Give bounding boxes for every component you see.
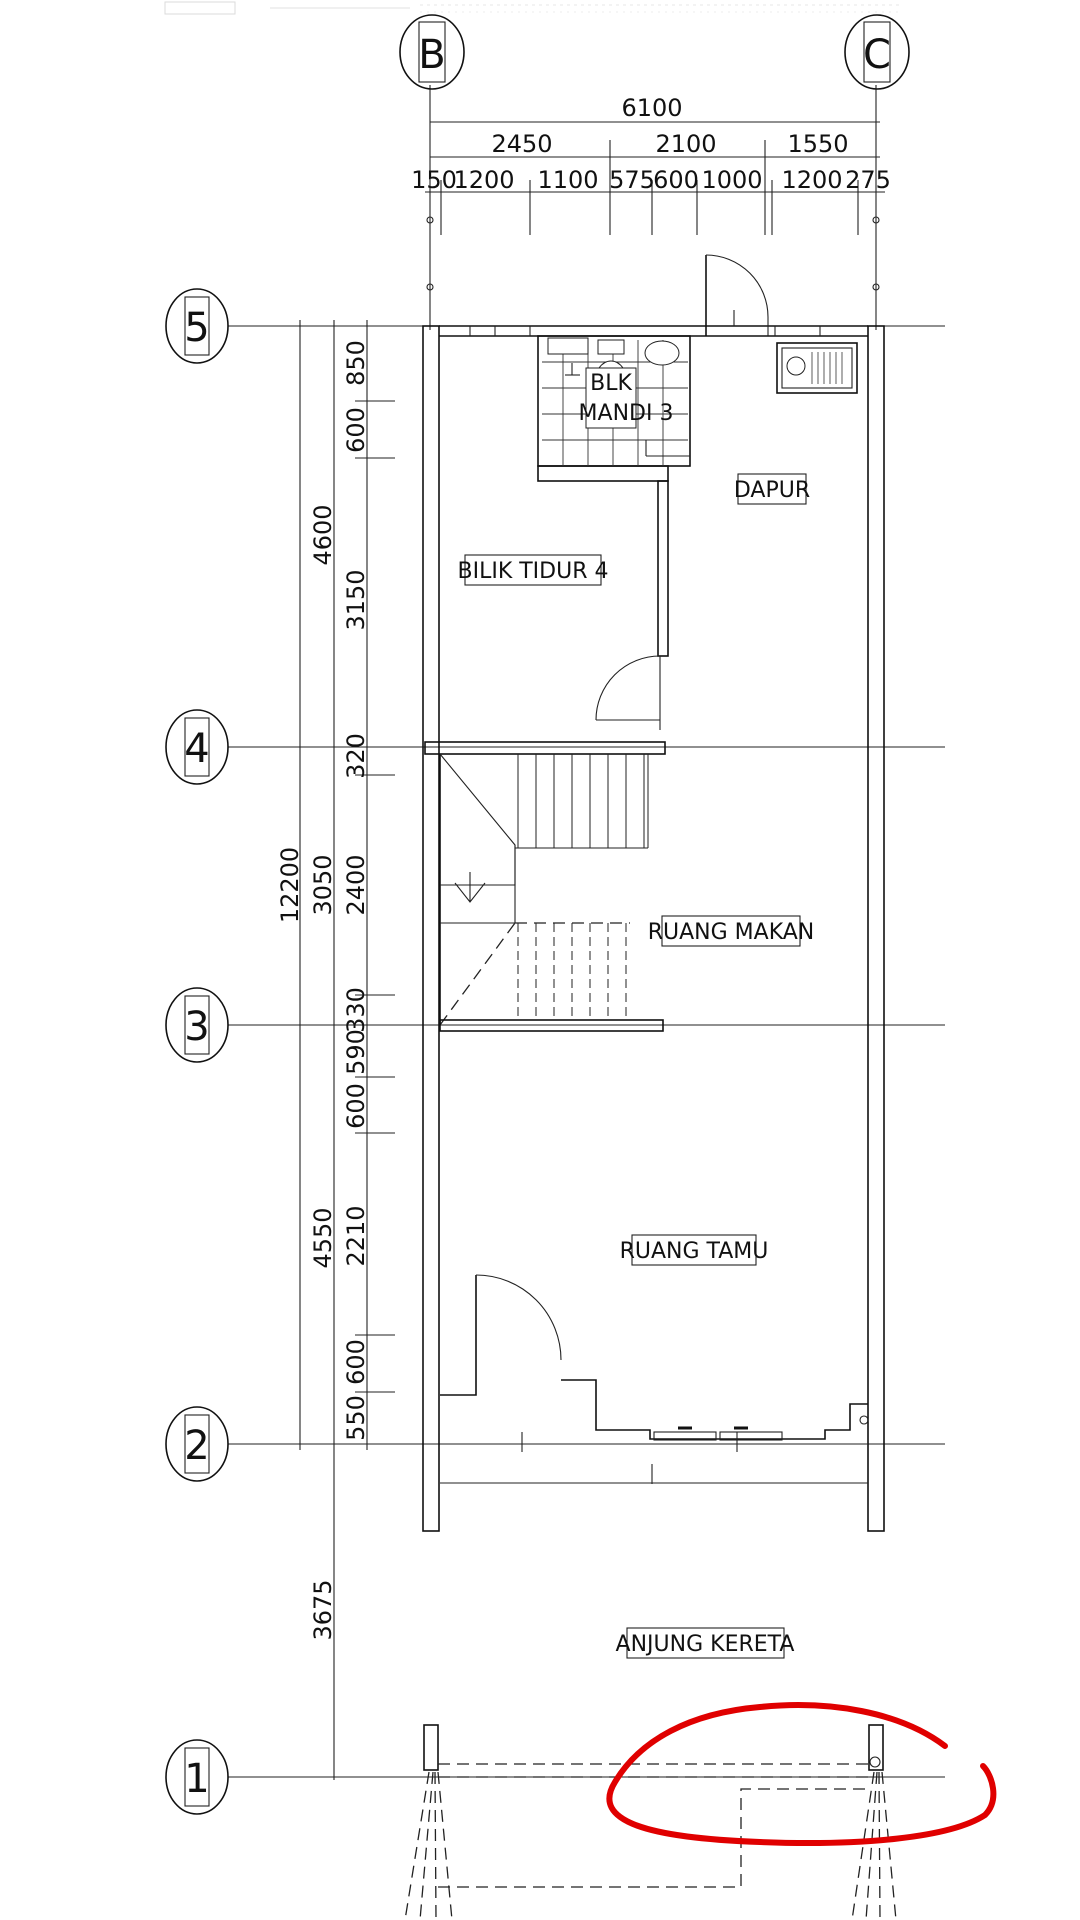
dim-overall-width: 6100 — [621, 94, 682, 122]
kitchen-sink — [776, 342, 858, 394]
dim-top-detail-5: 600 — [653, 166, 699, 194]
grid-row-marker-3: 3 — [165, 987, 229, 1063]
grid-label-4: 4 — [184, 726, 209, 772]
dim-left-detail-5: 2400 — [342, 854, 370, 915]
room-label-anjung-kereta-text: ANJUNG KERETA — [616, 1632, 795, 1657]
kitchen-door — [705, 254, 769, 336]
dim-left-detail-10: 600 — [342, 1339, 370, 1385]
grid-row-marker-1: 1 — [165, 1739, 229, 1815]
dim-left-detail-11: 550 — [342, 1395, 370, 1441]
dim-total-length: 12200 — [276, 847, 304, 923]
dim-left-group-1: 4600 — [309, 504, 337, 565]
column-gridlines — [429, 85, 877, 330]
grid-column-marker-c: C — [844, 14, 910, 90]
dim-top-detail-3: 1100 — [537, 166, 598, 194]
dim-left-detail-9: 2210 — [342, 1205, 370, 1266]
dim-left-detail-2: 600 — [342, 407, 370, 453]
dim-left-group-4: 3675 — [309, 1579, 337, 1640]
grid-label-b: B — [418, 32, 445, 78]
dim-top-detail-1: 150 — [411, 166, 457, 194]
room-label-ruang-tamu-text: RUANG TAMU — [620, 1239, 769, 1264]
dim-top-detail-4: 575 — [609, 166, 655, 194]
room-label-ruang-makan-text: RUANG MAKAN — [648, 920, 815, 945]
car-porch-structure — [404, 1724, 897, 1920]
top-dimension-chains: 6100 2450 2100 1550 150 1200 1100 575 60… — [411, 94, 891, 291]
dim-left-group-3: 4550 — [309, 1207, 337, 1268]
room-label-blk-mandi-line2: MANDI 3 — [579, 401, 674, 426]
dim-top-detail-6: 1000 — [701, 166, 762, 194]
room-label-ruang-makan: RUANG MAKAN — [648, 915, 815, 947]
header-scan-strip — [164, 1, 900, 15]
dim-left-detail-1: 850 — [342, 340, 370, 386]
staircase — [439, 753, 664, 1032]
dim-top-seg-2: 2100 — [655, 130, 716, 158]
grid-column-marker-b: B — [399, 14, 465, 90]
grid-row-marker-5: 5 — [165, 288, 229, 364]
bathroom-blk-mandi: BLK MANDI 3 — [537, 335, 691, 482]
grid-row-marker-4: 4 — [165, 709, 229, 785]
grid-label-3: 3 — [184, 1004, 209, 1050]
dim-top-seg-1: 2450 — [491, 130, 552, 158]
grid-label-1: 1 — [184, 1756, 209, 1802]
dim-left-group-2: 3050 — [309, 854, 337, 915]
grid-label-5: 5 — [184, 305, 209, 351]
dim-left-detail-3: 3150 — [342, 569, 370, 630]
grid-label-c: C — [863, 32, 891, 78]
dim-left-detail-8: 600 — [342, 1083, 370, 1129]
room-label-bilik-tidur: BILIK TIDUR 4 — [458, 554, 609, 586]
dim-top-seg-3: 1550 — [787, 130, 848, 158]
room-label-blk-mandi-line1: BLK — [590, 371, 632, 396]
dim-top-detail-7: 1200 — [781, 166, 842, 194]
exterior-walls — [422, 325, 885, 1532]
interior-partition — [595, 480, 669, 730]
room-label-dapur: DAPUR — [734, 473, 810, 505]
beam-grid-4 — [424, 741, 666, 755]
grid-label-2: 2 — [184, 1423, 209, 1469]
dim-left-detail-4: 320 — [342, 733, 370, 779]
room-label-anjung-kereta: ANJUNG KERETA — [616, 1627, 795, 1659]
room-label-bilik-tidur-text: BILIK TIDUR 4 — [458, 559, 609, 584]
dim-left-detail-6: 330 — [342, 987, 370, 1033]
dim-top-detail-8: 275 — [845, 166, 891, 194]
room-label-ruang-tamu: RUANG TAMU — [620, 1234, 769, 1266]
red-markup-circle — [606, 1702, 997, 1846]
grid-row-marker-2: 2 — [165, 1406, 229, 1482]
dim-left-detail-7: 590 — [342, 1029, 370, 1075]
left-dimension-chains: 12200 4600 3050 4550 3675 850 600 3150 3… — [276, 320, 395, 1780]
front-wall-entrance — [440, 1274, 869, 1484]
dim-top-detail-2: 1200 — [453, 166, 514, 194]
room-label-dapur-text: DAPUR — [734, 478, 810, 503]
